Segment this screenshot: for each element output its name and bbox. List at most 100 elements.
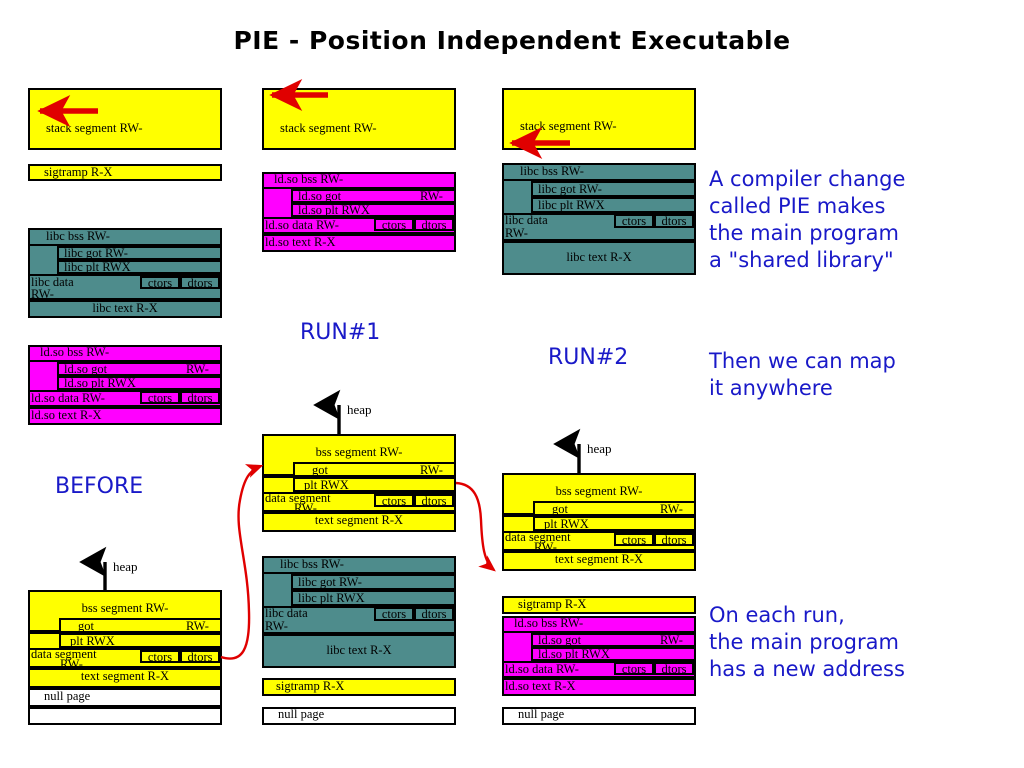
col3-ldso-plt (531, 647, 696, 661)
col2-ldso-got-perm: RW- (420, 189, 443, 203)
col2-ldso-dtors-label: dtors (421, 218, 447, 232)
col2-ldso-got (291, 189, 456, 203)
col3-ctors-label: ctors (621, 533, 647, 547)
col3-got (533, 501, 696, 516)
col1-ldso-plt-label: ld.so plt RWX (64, 376, 136, 390)
col1-heap-label: heap (113, 559, 138, 574)
col3-libc-plt-label: libc plt RWX (538, 198, 605, 212)
col1-ldso-got-label: ld.so got (64, 362, 108, 376)
col3-libc-bss (502, 163, 696, 181)
col2-libc-text (262, 634, 456, 668)
col2-libc-text-label: libc text R-X (326, 643, 392, 657)
col2-ldso-ctors (374, 218, 414, 231)
col1-got-label: got (78, 619, 94, 633)
col3-dtors (654, 533, 694, 546)
col2-text-segment (262, 512, 456, 532)
col3-data-label: data segment (505, 530, 571, 544)
col3-ldso-bss (502, 616, 696, 633)
col3-libc-text (502, 241, 696, 275)
col2-data-perm: RW- (294, 501, 317, 515)
col1-ldso-text-label: ld.so text R-X (31, 408, 102, 422)
col2-ldso-plt (291, 203, 456, 217)
col3-ldso-ctors-label: ctors (621, 662, 647, 676)
col3-libc-dtors-label: dtors (661, 214, 687, 228)
col3-sigtramp-label: sigtramp R-X (518, 597, 587, 611)
col1-stack-label: stack segment RW- (46, 121, 143, 135)
col2-plt-label: plt RWX (304, 478, 349, 492)
col1-plt-label: plt RWX (70, 634, 115, 648)
col3-ldso-ctors (614, 662, 654, 675)
col2-libc-data-label: libc data (265, 606, 308, 620)
col2-libc-data-perm: RW- (265, 619, 288, 633)
col1-libc-ctors (140, 276, 180, 289)
col1-dtors (180, 650, 220, 663)
col1-null-page-bottom (28, 707, 222, 725)
col1-libc-bss-label: libc bss RW- (46, 229, 110, 243)
col2-sigtramp-label: sigtramp R-X (276, 679, 345, 693)
col2-dtors (414, 494, 454, 507)
col2-stack-label: stack segment RW- (280, 121, 377, 135)
col3-libc-dtors (654, 214, 694, 228)
col1-ldso-ctors-label: ctors (147, 391, 173, 405)
col3-got-perm: RW- (660, 502, 683, 516)
col3-sigtramp (502, 596, 696, 614)
col1-libc-plt-label: libc plt RWX (64, 260, 131, 274)
col3-null-page (502, 707, 696, 725)
col1-libc-plt (57, 260, 222, 274)
col3-libc-got-label: libc got RW- (538, 182, 602, 196)
col1-ctors (140, 650, 180, 663)
col1-libc-data-label: libc data (31, 275, 74, 289)
col1-dtors-label: dtors (187, 650, 213, 664)
col2-dtors-label: dtors (421, 494, 447, 508)
col1-libc-text-label: libc text R-X (92, 301, 158, 315)
annotation-map-anywhere: Then we can map it anywhere (709, 349, 896, 400)
col2-null-page-label: null page (278, 707, 325, 721)
col3-text-segment (502, 551, 696, 571)
col2-got-label: got (312, 463, 328, 477)
col3-heap-label: heap (587, 441, 612, 456)
col3-ctors (614, 533, 654, 546)
col1-libc-data-perm: RW- (31, 287, 54, 301)
col1-libc-got-label: libc got RW- (64, 246, 128, 260)
col3-libc-data-perm: RW- (505, 226, 528, 240)
col1-ldso-plt (57, 376, 222, 390)
col1-ldso-dtors (180, 391, 220, 404)
col2-ctors (374, 494, 414, 507)
col1-got-perm: RW- (186, 619, 209, 633)
col1-ldso-data-label: ld.so data RW- (31, 391, 105, 405)
col3-ldso-bss-label: ld.so bss RW- (514, 616, 584, 630)
column-label-run2: RUN#2 (548, 345, 629, 370)
col3-ldso-plt-label: ld.so plt RWX (538, 647, 610, 661)
col1-libc-dtors (180, 276, 220, 289)
col2-libc-dtors (414, 607, 454, 621)
col3-got-label: got (552, 502, 568, 516)
col1-data-perm: RW- (60, 657, 83, 671)
col2-ldso-text (262, 234, 456, 252)
col2-ldso-plt-label: ld.so plt RWX (298, 203, 370, 217)
col3-libc-ctors-label: ctors (621, 214, 647, 228)
column-label-before: BEFORE (55, 474, 144, 499)
col1-null-page-label: null page (44, 689, 91, 703)
col3-stack-label: stack segment RW- (520, 119, 617, 133)
col2-ldso-data-label: ld.so data RW- (265, 218, 339, 232)
col2-libc-dtors-label: dtors (421, 607, 447, 621)
connector-before-to-run1 (220, 464, 264, 660)
col1-libc-bss (28, 228, 222, 246)
col3-libc-plt (531, 197, 696, 213)
col2-libc-ctors-label: ctors (381, 607, 407, 621)
col3-null-page-label: null page (518, 707, 565, 721)
col1-sigtramp (28, 164, 222, 181)
col2-null-page (262, 707, 456, 725)
col1-ldso-ctors (140, 391, 180, 404)
col1-data-label: data segment (31, 647, 97, 661)
col2-ldso-ctors-label: ctors (381, 218, 407, 232)
col3-ldso-data-label: ld.so data RW- (505, 662, 579, 676)
col1-ldso-got (57, 362, 222, 376)
col1-ldso-bss-label: ld.so bss RW- (40, 345, 110, 359)
col1-libc-text (28, 300, 222, 318)
col2-bss-label: bss segment RW- (315, 445, 403, 459)
col1-text-label: text segment R-X (80, 669, 170, 683)
col3-data-perm: RW- (534, 540, 557, 554)
col3-dtors-label: dtors (661, 533, 687, 547)
